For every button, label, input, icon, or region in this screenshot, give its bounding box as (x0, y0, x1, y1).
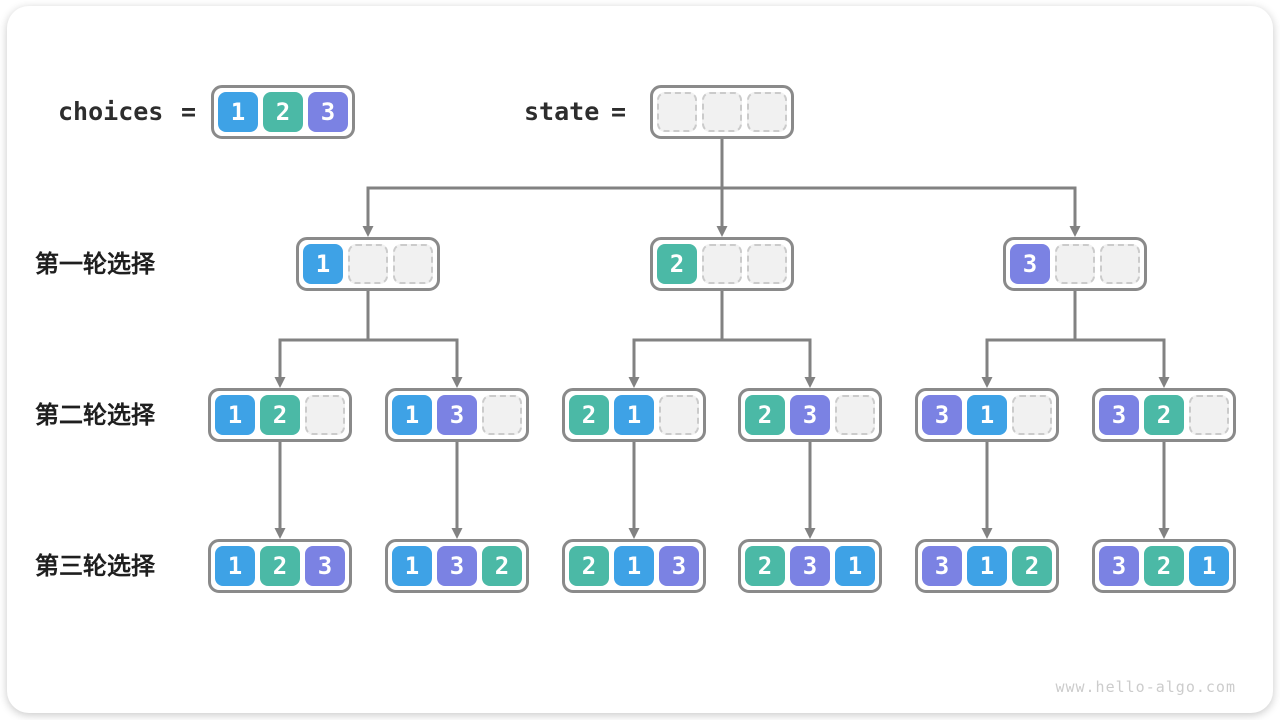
choices-equals-sign: = (181, 97, 197, 126)
cell-1: 1 (1189, 546, 1229, 586)
empty-cell (1100, 244, 1140, 284)
round-1-label: 第一轮选择 (35, 250, 155, 278)
cell-2: 2 (263, 92, 303, 132)
cell-3: 3 (437, 395, 477, 435)
empty-cell (1055, 244, 1095, 284)
empty-cell (348, 244, 388, 284)
cell-2: 2 (1012, 546, 1052, 586)
empty-cell (747, 92, 787, 132)
cell-3: 3 (922, 546, 962, 586)
empty-cell (657, 92, 697, 132)
state-equals-sign: = (611, 97, 627, 126)
cell-1: 1 (218, 92, 258, 132)
tree-node-round1-1: 2 (650, 237, 794, 291)
cell-3: 3 (305, 546, 345, 586)
cell-3: 3 (308, 92, 348, 132)
cell-3: 3 (437, 546, 477, 586)
cell-3: 3 (1099, 546, 1139, 586)
empty-cell (835, 395, 875, 435)
empty-cell (747, 244, 787, 284)
empty-cell (702, 244, 742, 284)
cell-2: 2 (569, 546, 609, 586)
round-2-label: 第二轮选择 (35, 401, 155, 429)
empty-cell (1012, 395, 1052, 435)
cell-2: 2 (1144, 546, 1184, 586)
empty-cell (1189, 395, 1229, 435)
empty-cell (305, 395, 345, 435)
cell-1: 1 (215, 395, 255, 435)
cell-3: 3 (1010, 244, 1050, 284)
cell-1: 1 (614, 395, 654, 435)
cell-3: 3 (922, 395, 962, 435)
tree-node-round1-0: 1 (296, 237, 440, 291)
cell-1: 1 (967, 395, 1007, 435)
cell-2: 2 (569, 395, 609, 435)
cell-3: 3 (1099, 395, 1139, 435)
cell-1: 1 (967, 546, 1007, 586)
cell-2: 2 (482, 546, 522, 586)
empty-cell (659, 395, 699, 435)
cell-1: 1 (614, 546, 654, 586)
cell-2: 2 (260, 395, 300, 435)
cell-1: 1 (392, 395, 432, 435)
empty-cell (393, 244, 433, 284)
empty-cell (702, 92, 742, 132)
tree-node-round1-2: 3 (1003, 237, 1147, 291)
cell-1: 1 (835, 546, 875, 586)
state-label: state (524, 97, 600, 126)
cell-1: 1 (215, 546, 255, 586)
state-array (650, 85, 794, 139)
cell-2: 2 (1144, 395, 1184, 435)
watermark: www.hello-algo.com (1055, 678, 1236, 696)
cell-3: 3 (659, 546, 699, 586)
choices-label: choices (58, 97, 164, 126)
cell-3: 3 (790, 546, 830, 586)
cell-1: 1 (303, 244, 343, 284)
cell-3: 3 (790, 395, 830, 435)
cell-1: 1 (392, 546, 432, 586)
cell-2: 2 (745, 395, 785, 435)
round-3-label: 第三轮选择 (35, 552, 155, 580)
cell-2: 2 (260, 546, 300, 586)
cell-2: 2 (745, 546, 785, 586)
cell-2: 2 (657, 244, 697, 284)
empty-cell (482, 395, 522, 435)
